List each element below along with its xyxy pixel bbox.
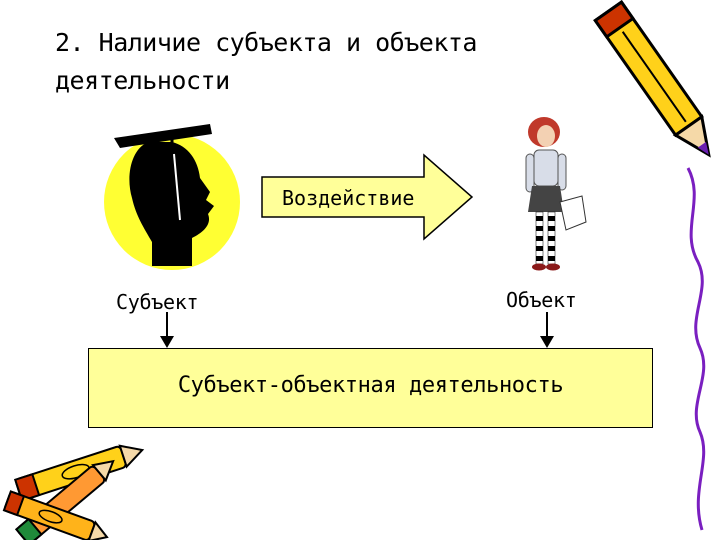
subject-down-arrow xyxy=(160,312,174,348)
impact-arrow-label: Воздействие xyxy=(282,186,415,210)
pencil-icon xyxy=(593,0,711,158)
page-title-line-2: деятельности xyxy=(55,66,230,95)
impact-arrow xyxy=(261,153,474,241)
subject-label: Субъект xyxy=(116,290,199,314)
subject-object-activity-label: Субъект-объектная деятельность xyxy=(177,373,564,398)
object-label: Объект xyxy=(506,288,577,312)
graduate-head-icon xyxy=(104,124,240,270)
crayons-icon xyxy=(2,444,145,540)
page-title-line-1: 2. Наличие субъекта и объекта xyxy=(55,28,478,57)
girl-student-icon xyxy=(525,117,587,271)
object-down-arrow xyxy=(540,312,554,348)
subject-object-activity-box: Субъект-объектная деятельность xyxy=(88,348,653,428)
